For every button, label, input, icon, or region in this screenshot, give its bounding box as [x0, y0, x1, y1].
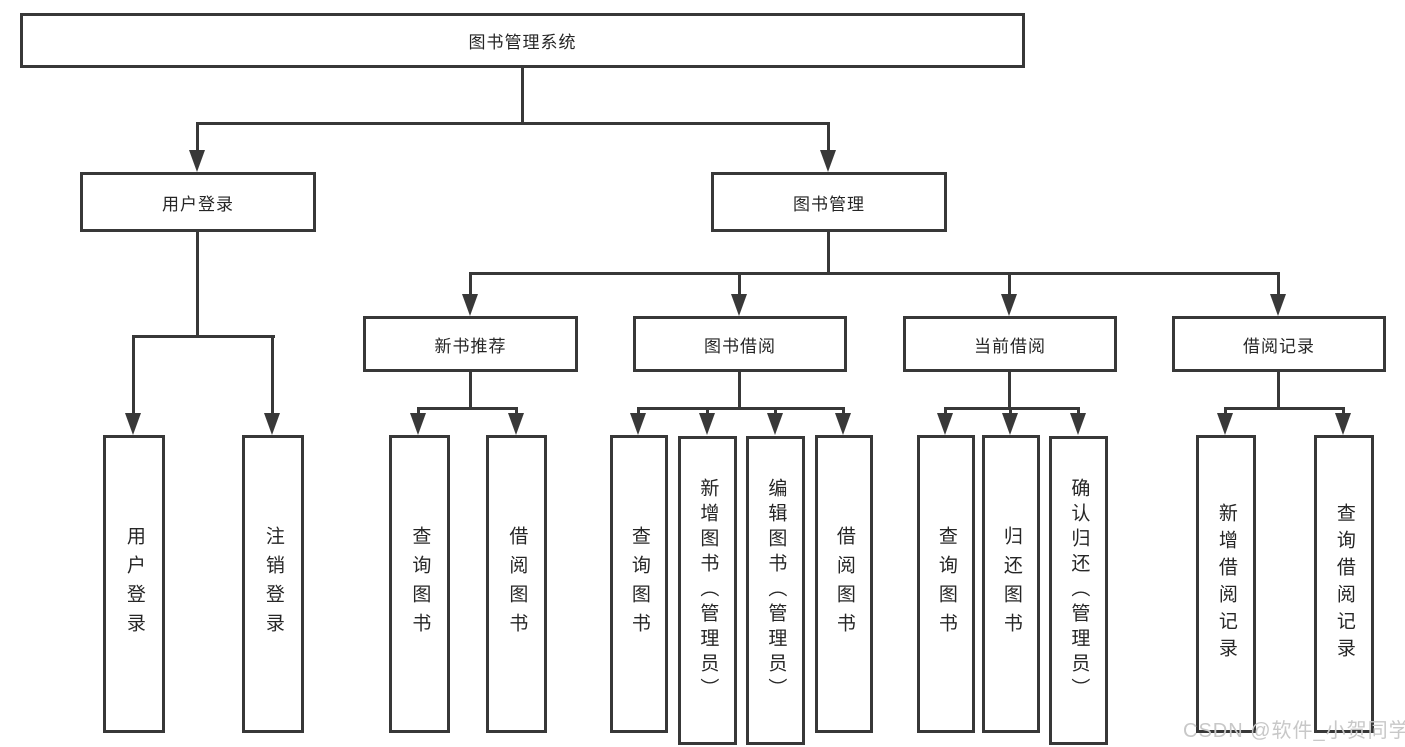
connector-arrowhead [1217, 413, 1233, 435]
connector-arrowhead [731, 294, 747, 316]
connector-line [1077, 407, 1080, 415]
connector-arrowhead [264, 413, 280, 435]
connector-line [469, 272, 472, 296]
connector-line [196, 122, 830, 125]
leaf-logout: 注销登录 [242, 435, 304, 733]
node-label: 图书管理 [793, 194, 865, 214]
connector-line [132, 335, 275, 338]
node-label: 当前借阅 [974, 336, 1046, 356]
node-book-management: 图书管理 [711, 172, 947, 232]
connector-line [1008, 372, 1011, 407]
leaf-label: 借阅图书 [506, 526, 528, 642]
connector-arrowhead [1070, 413, 1086, 435]
leaf-label: 新增借阅记录 [1215, 503, 1237, 665]
leaf-user-login: 用户登录 [103, 435, 165, 733]
leaf-label: 查询图书 [935, 526, 957, 642]
connector-line [271, 335, 274, 414]
connector-arrowhead [125, 413, 141, 435]
connector-line [196, 122, 199, 152]
connector-line [827, 122, 830, 152]
leaf-edit-books-admin: 编辑图书（管理员） [746, 436, 805, 745]
leaf-add-borrow-record: 新增借阅记录 [1196, 435, 1256, 733]
connector-arrowhead [937, 413, 953, 435]
leaf-query-books-recommend: 查询图书 [389, 435, 450, 733]
connector-line [738, 272, 741, 296]
connector-line [521, 68, 524, 122]
leaf-borrow-books-borrowing: 借阅图书 [815, 435, 873, 733]
root-node: 图书管理系统 [20, 13, 1025, 68]
leaf-label: 查询图书 [628, 526, 650, 642]
connector-line [842, 407, 845, 415]
connector-line [469, 372, 472, 407]
leaf-label: 借阅图书 [833, 526, 855, 642]
connector-arrowhead [835, 413, 851, 435]
connector-line [1277, 372, 1280, 407]
connector-line [515, 407, 518, 415]
connector-line [417, 407, 420, 415]
connector-arrowhead [508, 413, 524, 435]
connector-arrowhead [1335, 413, 1351, 435]
leaf-query-borrow-record: 查询借阅记录 [1314, 435, 1374, 733]
connector-arrowhead [189, 150, 205, 172]
leaf-label: 用户登录 [123, 526, 145, 642]
node-label: 用户登录 [162, 194, 234, 214]
connector-line [1342, 407, 1345, 415]
leaf-confirm-return-admin: 确认归还（管理员） [1049, 436, 1108, 745]
leaf-label: 归还图书 [1000, 526, 1022, 642]
connector-arrowhead [630, 413, 646, 435]
node-label: 借阅记录 [1243, 336, 1315, 356]
node-user-login: 用户登录 [80, 172, 316, 232]
node-label: 新书推荐 [434, 336, 507, 356]
leaf-query-books-current: 查询图书 [917, 435, 975, 733]
leaf-borrow-books-recommend: 借阅图书 [486, 435, 547, 733]
leaf-return-books: 归还图书 [982, 435, 1040, 733]
leaf-add-books-admin: 新增图书（管理员） [678, 436, 737, 745]
connector-line [132, 335, 135, 414]
connector-arrowhead [462, 294, 478, 316]
connector-line [827, 232, 830, 272]
leaf-label: 查询图书 [409, 526, 431, 642]
connector-arrowhead [767, 413, 783, 435]
connector-line [196, 232, 199, 335]
node-label: 图书借阅 [704, 336, 776, 356]
csdn-watermark: CSDN @软件_小贺同学 [1183, 720, 1405, 742]
connector-line [637, 407, 845, 410]
connector-line [738, 372, 741, 407]
connector-line [417, 407, 518, 410]
leaf-label: 查询借阅记录 [1333, 503, 1355, 665]
node-book-borrowing: 图书借阅 [633, 316, 847, 372]
connector-arrowhead [1001, 294, 1017, 316]
connector-line [469, 272, 1280, 275]
leaf-query-books-borrowing: 查询图书 [610, 435, 668, 733]
connector-line [944, 407, 947, 415]
connector-line [1277, 272, 1280, 296]
connector-line [706, 407, 709, 415]
connector-line [637, 407, 640, 415]
leaf-label: 新增图书（管理员） [697, 478, 719, 703]
connector-line [944, 407, 1080, 410]
node-current-borrowing: 当前借阅 [903, 316, 1117, 372]
root-node-label: 图书管理系统 [468, 33, 577, 52]
connector-arrowhead [699, 413, 715, 435]
connector-line [1008, 272, 1011, 296]
leaf-label: 编辑图书（管理员） [765, 478, 787, 703]
connector-line [1224, 407, 1227, 415]
leaf-label: 注销登录 [262, 526, 284, 642]
node-new-book-recommend: 新书推荐 [363, 316, 578, 372]
connector-arrowhead [1270, 294, 1286, 316]
leaf-label: 确认归还（管理员） [1068, 478, 1090, 703]
connector-line [1224, 407, 1345, 410]
connector-arrowhead [410, 413, 426, 435]
connector-arrowhead [820, 150, 836, 172]
node-borrowing-records: 借阅记录 [1172, 316, 1386, 372]
connector-line [774, 407, 777, 415]
connector-arrowhead [1002, 413, 1018, 435]
connector-line [1009, 407, 1012, 415]
